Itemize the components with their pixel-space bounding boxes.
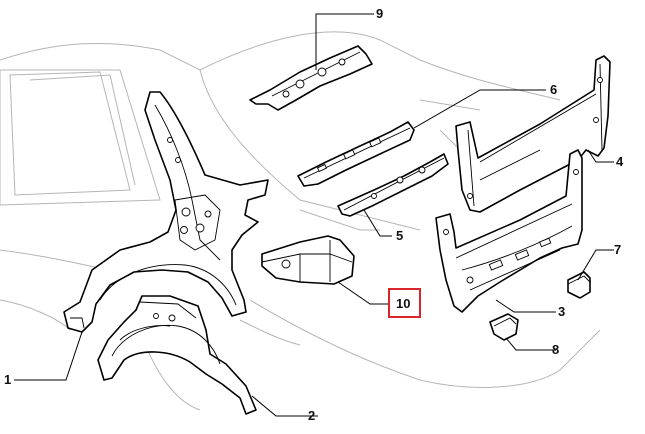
callout-1: 1 <box>4 372 11 387</box>
callout-5: 5 <box>396 228 403 243</box>
callout-6: 6 <box>550 82 557 97</box>
callout-9: 9 <box>376 6 383 21</box>
leader-lines <box>14 13 614 417</box>
callout-10-highlight-box <box>388 288 421 318</box>
callout-labels: 1 2 3 4 5 6 7 8 9 10 <box>4 6 624 423</box>
part-9-upper-crossmember <box>249 45 373 111</box>
callout-7: 7 <box>614 242 621 257</box>
callout-8: 8 <box>552 342 559 357</box>
part-3-rear-panel-lower <box>435 149 583 313</box>
part-4-rear-panel-frame <box>455 55 611 213</box>
part-10-bracket <box>261 235 355 285</box>
callout-3: 3 <box>558 304 565 319</box>
part-6-cross-rail <box>297 121 415 187</box>
part-2-wheelhouse <box>97 295 257 415</box>
part-1-quarter-panel <box>63 91 269 333</box>
part-5-lower-crossmember <box>337 153 449 217</box>
part-7-small-bracket <box>567 271 591 299</box>
callout-4: 4 <box>616 154 624 169</box>
vehicle-body-outline <box>0 31 601 411</box>
callout-10: 10 <box>396 296 410 311</box>
part-8-small-bracket <box>489 313 519 341</box>
callout-2: 2 <box>308 408 315 423</box>
